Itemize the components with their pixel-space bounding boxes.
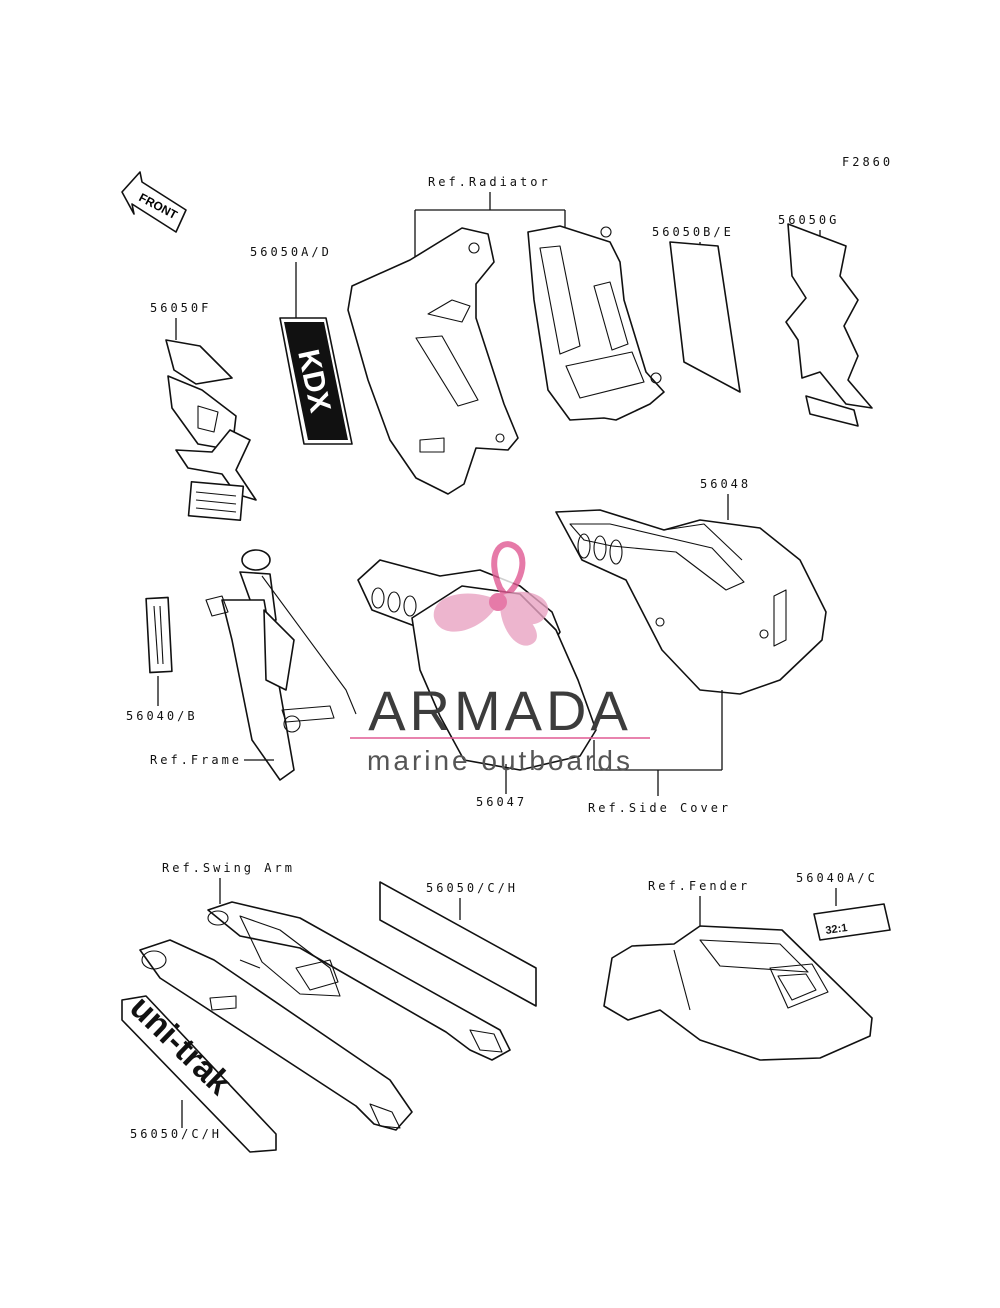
- decal-56040b: [145, 596, 173, 674]
- label-ref-swing-arm: Ref.Swing Arm: [162, 861, 295, 875]
- figure-code: F2860: [842, 155, 893, 169]
- label-56050be: 56050B/E: [652, 225, 734, 239]
- label-56050f: 56050F: [150, 301, 211, 315]
- decal-56040ac: 32:1: [813, 903, 891, 941]
- label-56050ad: 56050A/D: [250, 245, 332, 259]
- watermark-brand: ARMADA: [368, 679, 632, 742]
- rear-fender: [603, 925, 873, 1061]
- label-ref-side-cover: Ref.Side Cover: [588, 801, 731, 815]
- front-arrow-icon: FRONT: [121, 171, 187, 233]
- side-cover-leader-lines: [593, 690, 723, 796]
- label-56040b: 56040/B: [126, 709, 198, 723]
- swing-arm: [139, 901, 511, 1131]
- label-56047: 56047: [476, 795, 527, 809]
- decal-ratio-text: 32:1: [825, 922, 848, 937]
- label-56040ac: 56040A/C: [796, 871, 878, 885]
- decal-56050g: [785, 223, 873, 427]
- watermark-tagline: marine outboards: [367, 745, 633, 776]
- side-cover-right: [555, 509, 827, 695]
- decal-56050ch-top: [379, 881, 537, 1007]
- label-56050g: 56050G: [778, 213, 839, 227]
- radiator-shroud-left: [347, 227, 519, 495]
- radiator-shroud-right: [527, 225, 665, 421]
- label-56048: 56048: [700, 477, 751, 491]
- label-ref-frame: Ref.Frame: [150, 753, 242, 767]
- decal-kdx-shroud: KDX: [279, 317, 353, 445]
- label-56050ch-top: 56050/C/H: [426, 881, 518, 895]
- armada-logo-icon: [433, 541, 549, 646]
- frame: [205, 549, 357, 781]
- decal-56050be: [669, 241, 741, 393]
- decal-56050f: [165, 339, 257, 521]
- label-ref-radiator: Ref.Radiator: [428, 175, 551, 189]
- label-56050ch-bottom: 56050/C/H: [130, 1127, 222, 1141]
- label-ref-fender: Ref.Fender: [648, 879, 750, 893]
